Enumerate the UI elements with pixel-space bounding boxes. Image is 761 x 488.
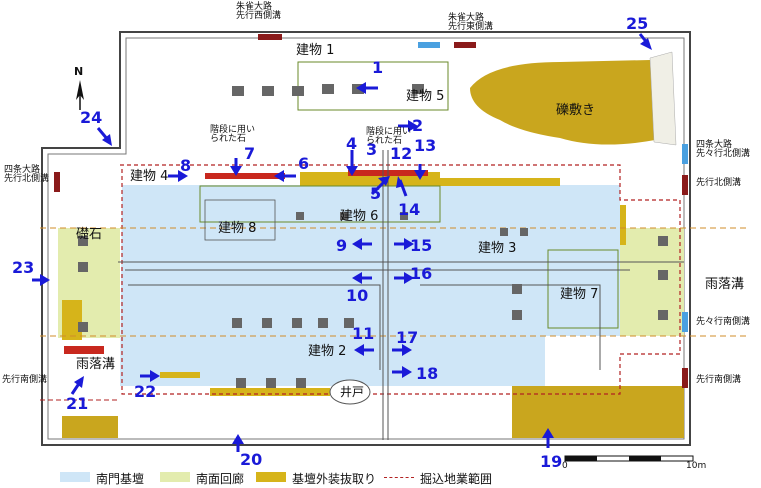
building-6-label: 建物 6 <box>340 209 379 224</box>
north-arrow-icon <box>76 80 84 110</box>
photo-point-24: 24 <box>80 108 103 127</box>
photo-point-15: 15 <box>410 236 433 255</box>
photo-point-11: 11 <box>352 324 375 343</box>
photo-point-20: 20 <box>240 450 263 469</box>
post-holes <box>78 84 668 388</box>
suzaku-east-ditch-label: 朱雀大路 先行東側溝 <box>448 13 494 32</box>
scale-bar <box>564 455 694 462</box>
scale-end-label: 10m <box>686 461 707 471</box>
legend: 南門基壇 南面回廊 基壇外装抜取り 掘込地業範囲 <box>0 468 761 488</box>
legend-label-corridor: 南面回廊 <box>196 472 245 486</box>
building-4-label: 建物 4 <box>130 169 169 184</box>
legend-swatch-robbing <box>256 472 286 482</box>
corridor-east <box>620 228 684 336</box>
photo-point-22: 22 <box>134 382 157 401</box>
photo-point-7: 7 <box>244 144 256 163</box>
photo-point-8: 8 <box>180 156 192 175</box>
photo-point-23: 23 <box>12 258 35 277</box>
building-2-label: 建物 2 <box>308 344 347 359</box>
well-label: 井戸 <box>340 385 365 399</box>
legend-swatch-corridor <box>160 472 190 482</box>
photo-point-9: 9 <box>336 236 348 255</box>
saki-south-ditch-label-right: 先行南側溝 <box>696 375 742 385</box>
photo-point-4: 4 <box>346 134 358 153</box>
photo-point-12: 12 <box>390 144 413 163</box>
saki-south-ditch-label-left: 先行南側溝 <box>2 375 48 385</box>
excavation-extent-line <box>120 164 681 395</box>
photo-point-21: 21 <box>66 394 89 413</box>
white-strip <box>649 51 677 146</box>
legend-label-excavation: 掘込地業範囲 <box>420 472 493 486</box>
legend-label-platform: 南門基壇 <box>96 472 145 486</box>
shijo-north-ditch-label: 四条大路 先行北側溝 <box>4 165 50 184</box>
building-7-label: 建物 7 <box>560 287 599 302</box>
photo-arrows <box>32 33 652 452</box>
shijo-sakisaki-north-ditch-label: 四条大路 先々行北側溝 <box>696 140 751 159</box>
photo-point-2: 2 <box>412 116 424 135</box>
legend-swatch-platform <box>60 472 90 482</box>
photo-point-10: 10 <box>346 286 369 305</box>
north-label: N <box>74 65 84 78</box>
photo-point-1: 1 <box>372 58 384 77</box>
photo-point-18: 18 <box>416 364 439 383</box>
gravel-label: 礫敷き <box>556 103 596 118</box>
drain-label-right: 雨落溝 <box>705 277 745 292</box>
step-stone-label-right: 階段に用い られた石 <box>366 127 412 146</box>
building-1-label: 建物 1 <box>296 43 335 58</box>
photo-point-13: 13 <box>414 136 437 155</box>
gravel-area <box>470 60 655 145</box>
photo-point-16: 16 <box>410 264 433 283</box>
photo-point-17: 17 <box>396 328 419 347</box>
photo-point-19: 19 <box>540 452 563 471</box>
scale-start-label: 0 <box>562 461 568 471</box>
photo-point-6: 6 <box>298 154 310 173</box>
sakisaki-south-ditch-label: 先々行南側溝 <box>696 317 751 327</box>
well-outline <box>329 379 371 405</box>
building-8-label: 建物 8 <box>218 221 257 236</box>
legend-label-robbing: 基壇外装抜取り <box>292 472 377 486</box>
building-3-label: 建物 3 <box>478 241 517 256</box>
drain-label-left: 雨落溝 <box>76 357 116 372</box>
legend-swatch-excavation <box>384 477 414 478</box>
photo-point-14: 14 <box>398 200 421 219</box>
photo-point-5: 5 <box>370 184 382 203</box>
suzaku-west-ditch-label: 朱雀大路 先行西側溝 <box>236 2 282 21</box>
foundation-stone-label: 礎石 <box>76 227 103 242</box>
building-5-label: 建物 5 <box>406 89 445 104</box>
step-stone-label-left: 階段に用い られた石 <box>210 125 256 144</box>
photo-point-3: 3 <box>366 140 378 159</box>
photo-point-25: 25 <box>626 14 649 33</box>
saki-north-ditch-label: 先行北側溝 <box>696 178 742 188</box>
